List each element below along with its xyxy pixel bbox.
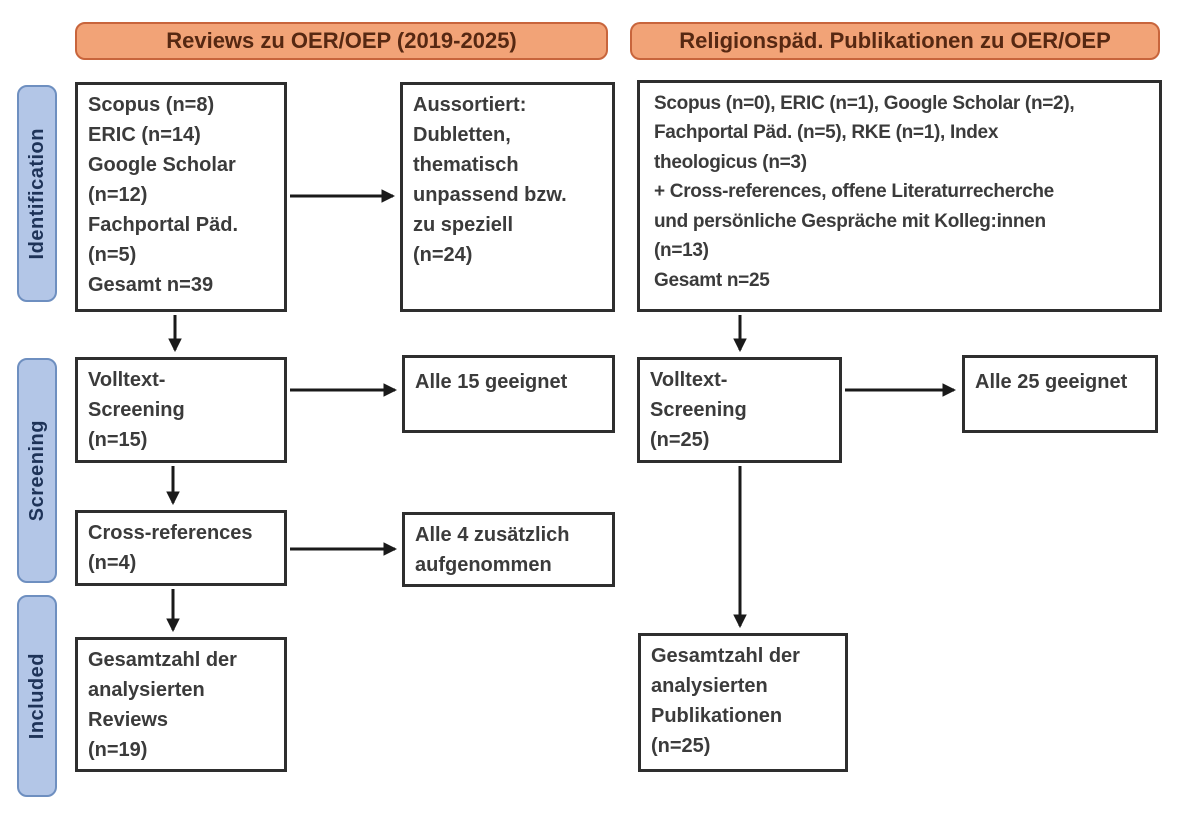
left-column-header: Reviews zu OER/OEP (2019-2025) (75, 22, 608, 60)
right-fulltext-screening-box: Volltext- Screening (n=25) (637, 357, 842, 463)
left-excluded-box: Aussortiert: Dubletten, thematisch unpas… (400, 82, 615, 312)
stage-included: Included (17, 595, 57, 797)
stage-screening: Screening (17, 358, 57, 583)
left-included-box: Gesamtzahl der analysierten Reviews (n=1… (75, 637, 287, 772)
right-column-header: Religionspäd. Publikationen zu OER/OEP (630, 22, 1160, 60)
right-fulltext-result-box: Alle 25 geeignet (962, 355, 1158, 433)
left-fulltext-screening-box: Volltext- Screening (n=15) (75, 357, 287, 463)
stage-identification: Identification (17, 85, 57, 302)
right-included-box: Gesamtzahl der analysierten Publikatione… (638, 633, 848, 772)
stage-screening-label: Screening (25, 419, 48, 522)
left-crossref-result-box: Alle 4 zusätzlich aufgenommen (402, 512, 615, 587)
right-sources-box: Scopus (n=0), ERIC (n=1), Google Scholar… (637, 80, 1162, 312)
stage-included-label: Included (25, 652, 48, 740)
left-crossref-box: Cross-references (n=4) (75, 510, 287, 586)
left-fulltext-result-box: Alle 15 geeignet (402, 355, 615, 433)
right-column-header-label: Religionspäd. Publikationen zu OER/OEP (679, 28, 1111, 53)
left-sources-box: Scopus (n=8) ERIC (n=14) Google Scholar … (75, 82, 287, 312)
stage-identification-label: Identification (25, 127, 48, 260)
left-column-header-label: Reviews zu OER/OEP (2019-2025) (166, 28, 517, 53)
